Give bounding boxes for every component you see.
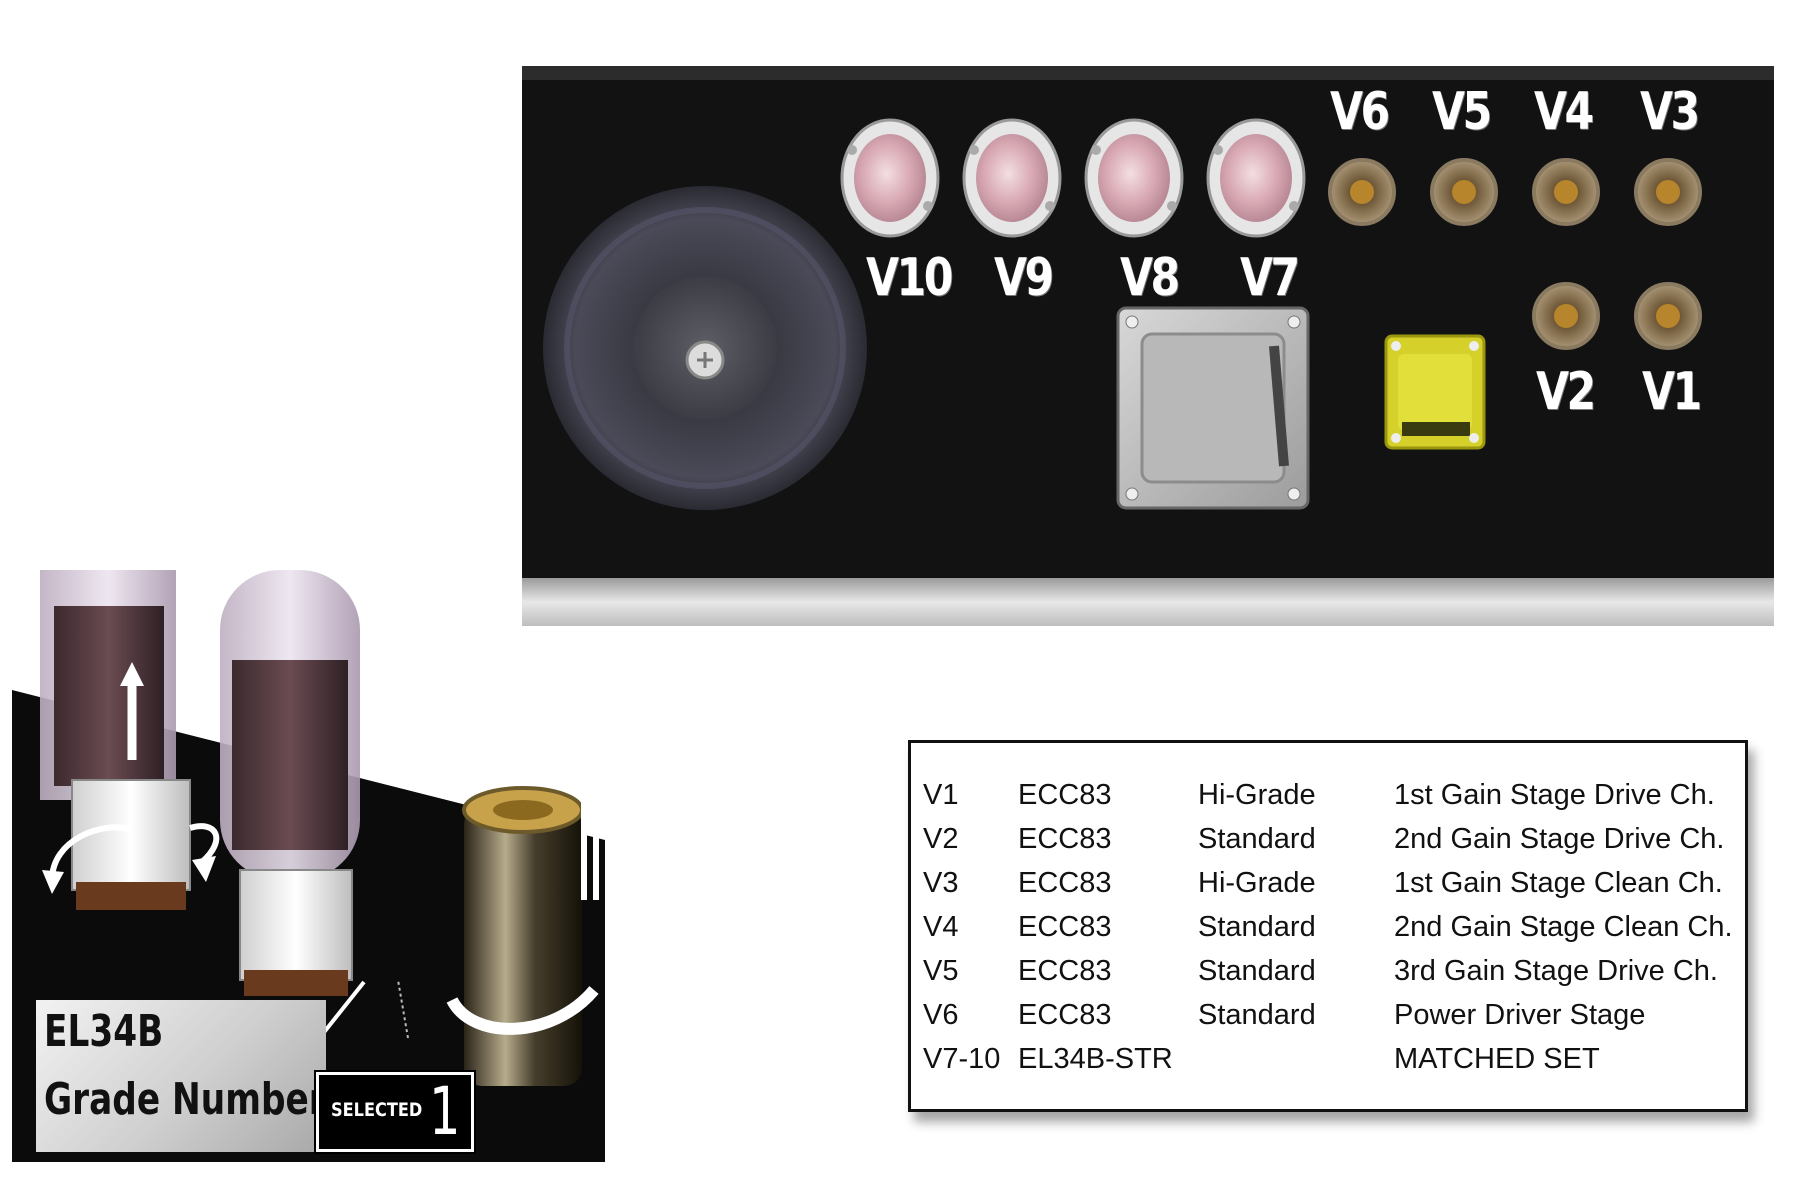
preamp-tube [446, 760, 605, 1086]
selected-grade-value: 1 [429, 1073, 461, 1150]
cell-grade: Hi-Grade [1198, 866, 1316, 899]
cell-grade: Standard [1198, 822, 1316, 855]
tube-replacement-illustration: EL34B Grade Number SELECTED 1 [12, 570, 605, 1162]
selected-label: SELECTED [331, 1099, 423, 1121]
cell-function: MATCHED SET [1394, 1042, 1600, 1075]
grade-caption: Grade Number [44, 1074, 326, 1125]
table-row: V7-10 EL34B-STR MATCHED SET [923, 1037, 1733, 1081]
cell-type: EL34B-STR [1018, 1042, 1173, 1075]
cell-position: V5 [923, 954, 959, 987]
cell-type: ECC83 [1018, 910, 1112, 943]
selected-grade-badge: SELECTED 1 [316, 1072, 474, 1152]
chassis-rail [522, 578, 1774, 626]
output-transformer [1116, 306, 1310, 510]
tube-chart-table: V1 ECC83 Hi-Grade 1st Gain Stage Drive C… [923, 773, 1733, 1081]
cell-function: Power Driver Stage [1394, 998, 1646, 1031]
tube-type-label: EL34B [44, 1006, 164, 1057]
cell-position: V4 [923, 910, 959, 943]
label-v10: V10 [866, 248, 953, 308]
table-row: V1 ECC83 Hi-Grade 1st Gain Stage Drive C… [923, 773, 1733, 817]
cell-position: V7-10 [923, 1042, 1001, 1075]
label-v5: V5 [1432, 82, 1492, 142]
label-v6: V6 [1330, 82, 1390, 142]
chassis-drawing [522, 66, 1774, 626]
cell-position: V2 [923, 822, 959, 855]
power-tube-left [40, 570, 220, 910]
label-v1: V1 [1642, 362, 1702, 422]
cell-type: ECC83 [1018, 778, 1112, 811]
label-v3: V3 [1640, 82, 1700, 142]
preamp-tube-sockets [1328, 158, 1702, 350]
table-row: V4 ECC83 Standard 2nd Gain Stage Clean C… [923, 905, 1733, 949]
cell-grade [1198, 1037, 1394, 1081]
cell-position: V3 [923, 866, 959, 899]
amp-chassis: V10 V9 V8 V7 V6 V5 V4 V3 V2 V1 [522, 66, 1774, 626]
cell-function: 3rd Gain Stage Drive Ch. [1394, 954, 1718, 987]
cell-function: 1st Gain Stage Clean Ch. [1394, 866, 1723, 899]
power-tube-middle [220, 570, 360, 996]
label-v2: V2 [1536, 362, 1596, 422]
label-v4: V4 [1534, 82, 1594, 142]
grade-info-panel: EL34B Grade Number [36, 1000, 326, 1152]
label-v9: V9 [994, 248, 1054, 308]
table-row: V6 ECC83 Standard Power Driver Stage [923, 993, 1733, 1037]
cell-type: ECC83 [1018, 954, 1112, 987]
tube-chart-panel: V1 ECC83 Hi-Grade 1st Gain Stage Drive C… [908, 740, 1748, 1112]
table-row: V5 ECC83 Standard 3rd Gain Stage Drive C… [923, 949, 1733, 993]
cell-position: V1 [923, 778, 959, 811]
power-tube-sockets [840, 118, 1306, 238]
cell-position: V6 [923, 998, 959, 1031]
table-row: V3 ECC83 Hi-Grade 1st Gain Stage Clean C… [923, 861, 1733, 905]
label-v7: V7 [1240, 248, 1300, 308]
cell-function: 2nd Gain Stage Drive Ch. [1394, 822, 1725, 855]
cell-grade: Standard [1198, 910, 1316, 943]
reservoir-cap [543, 186, 867, 510]
cell-grade: Hi-Grade [1198, 778, 1316, 811]
cell-type: ECC83 [1018, 998, 1112, 1031]
cell-grade: Standard [1198, 954, 1316, 987]
cell-grade: Standard [1198, 998, 1316, 1031]
cell-function: 1st Gain Stage Drive Ch. [1394, 778, 1715, 811]
cell-function: 2nd Gain Stage Clean Ch. [1394, 910, 1733, 943]
table-row: V2 ECC83 Standard 2nd Gain Stage Drive C… [923, 817, 1733, 861]
label-v8: V8 [1120, 248, 1180, 308]
cell-type: ECC83 [1018, 822, 1112, 855]
cell-type: ECC83 [1018, 866, 1112, 899]
choke-transformer [1384, 334, 1486, 450]
